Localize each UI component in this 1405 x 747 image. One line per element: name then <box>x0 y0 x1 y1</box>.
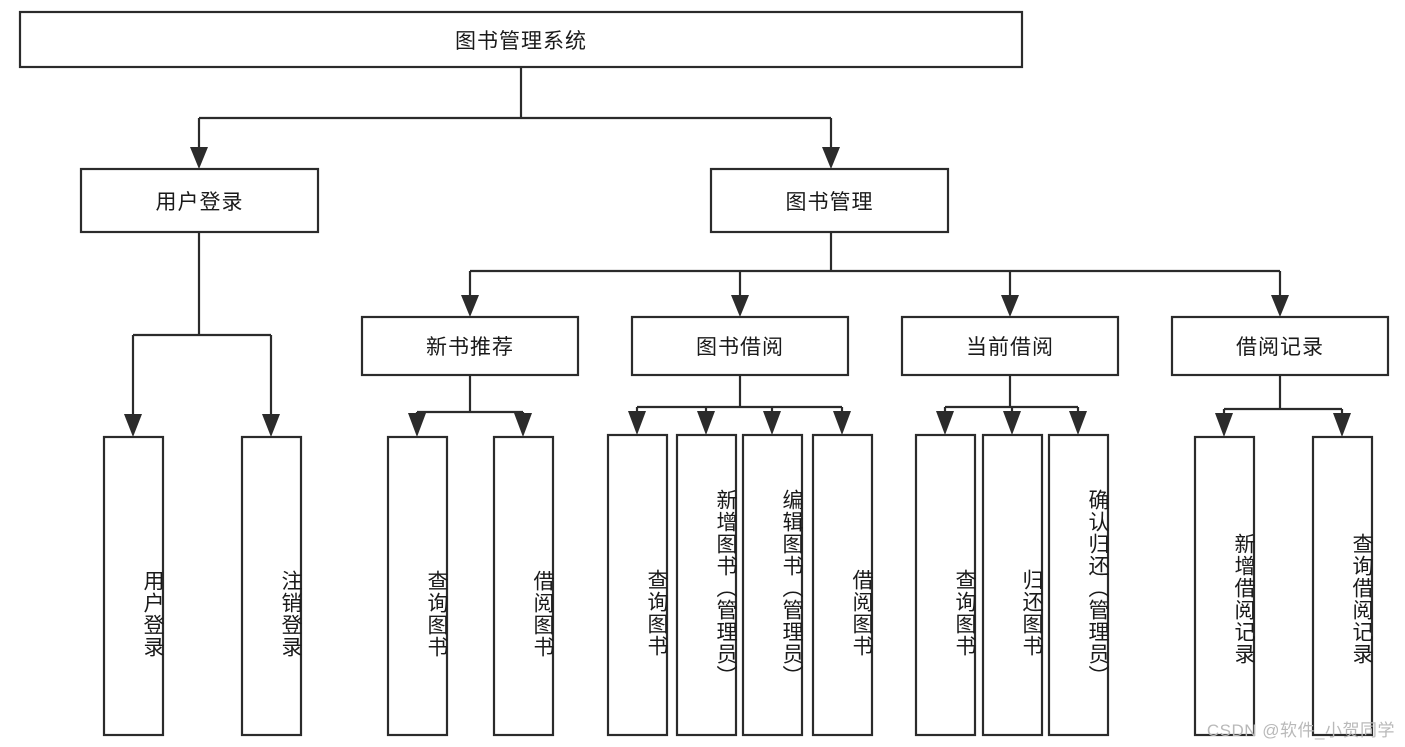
node-box-book-manage[interactable] <box>709 167 950 234</box>
arrow-head-leaf-query-book-3 <box>936 411 954 435</box>
node-box-leaf-borrow-book-2[interactable] <box>811 433 874 737</box>
connectors-book-manage-to-level3 <box>461 232 1289 317</box>
connectors-borrow-record-to-leaves <box>1215 375 1351 437</box>
node-box-leaf-return-book[interactable] <box>981 433 1044 737</box>
arrow-head-leaf-add-book <box>697 411 715 435</box>
node-box-user-login[interactable] <box>79 167 320 234</box>
node-box-leaf-confirm-return[interactable] <box>1047 433 1110 737</box>
arrow-head-borrow-record <box>1271 295 1289 317</box>
arrow-head-new-book <box>461 295 479 317</box>
node-box-leaf-query-book-3[interactable] <box>914 433 977 737</box>
arrow-head-leaf-user-login <box>124 414 142 437</box>
arrow-head-leaf-edit-book <box>763 411 781 435</box>
node-box-leaf-borrow-book-1[interactable] <box>492 435 555 737</box>
arrow-head-leaf-borrow-book-2 <box>833 411 851 435</box>
node-box-leaf-add-record[interactable] <box>1193 435 1256 737</box>
node-box-new-book[interactable] <box>360 315 580 377</box>
node-box-root[interactable] <box>18 10 1024 69</box>
connectors-user-login-to-leaves <box>124 232 280 437</box>
arrow-head-leaf-borrow-book-1 <box>514 413 532 437</box>
arrow-head-book-borrow <box>731 295 749 317</box>
node-box-leaf-edit-book[interactable] <box>741 433 804 737</box>
arrow-head-current-borrow <box>1001 295 1019 317</box>
node-box-leaf-query-record[interactable] <box>1311 435 1374 737</box>
arrow-head-user-login <box>190 147 208 169</box>
node-box-borrow-record[interactable] <box>1170 315 1390 377</box>
connectors-current-borrow-to-leaves <box>936 375 1087 435</box>
node-box-leaf-add-book[interactable] <box>675 433 738 737</box>
arrow-head-leaf-query-record <box>1333 413 1351 437</box>
arrow-head-leaf-query-book-1 <box>408 413 426 437</box>
node-box-leaf-query-book-2[interactable] <box>606 433 669 737</box>
arrow-head-leaf-confirm-return <box>1069 411 1087 435</box>
node-box-current-borrow[interactable] <box>900 315 1120 377</box>
arrow-head-leaf-return-book <box>1003 411 1021 435</box>
arrow-head-leaf-logout <box>262 414 280 437</box>
arrow-head-leaf-query-book-2 <box>628 411 646 435</box>
node-box-book-borrow[interactable] <box>630 315 850 377</box>
arrow-head-leaf-add-record <box>1215 413 1233 437</box>
node-box-leaf-query-book-1[interactable] <box>386 435 449 737</box>
arrow-head-book-manage <box>822 147 840 169</box>
connectors-new-book-to-leaves <box>408 375 532 437</box>
node-box-leaf-logout[interactable] <box>240 435 303 737</box>
node-box-leaf-user-login[interactable] <box>102 435 165 737</box>
connectors-book-borrow-to-leaves <box>628 375 851 435</box>
connectors-root-to-level2 <box>190 67 840 169</box>
